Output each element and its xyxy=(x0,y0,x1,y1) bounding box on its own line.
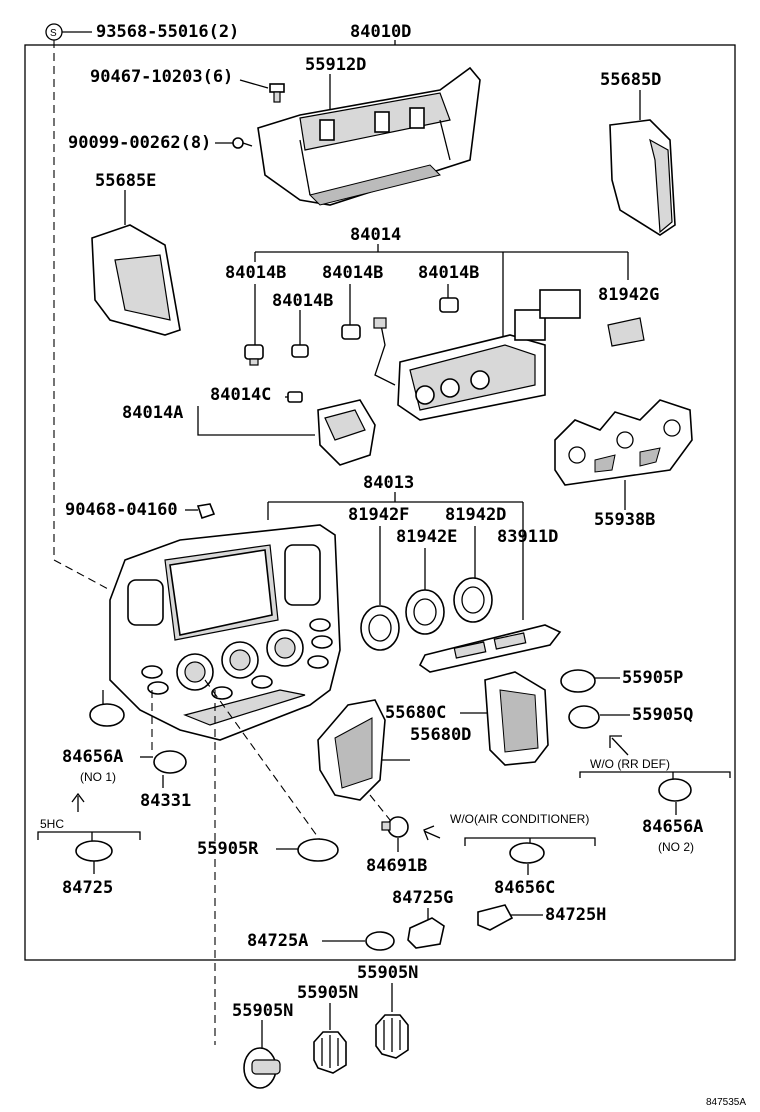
knob-55905P-icon xyxy=(560,669,596,693)
part-label-84691B[interactable]: 84691B xyxy=(366,856,427,876)
part-label-84656A-1[interactable]: 84656A xyxy=(62,747,123,767)
screw-90467-icon xyxy=(269,83,285,103)
part-label-84014C[interactable]: 84014C xyxy=(210,385,271,405)
part-label-81942E[interactable]: 81942E xyxy=(396,527,457,547)
part-label-81942G[interactable]: 81942G xyxy=(598,285,659,305)
part-label-84331[interactable]: 84331 xyxy=(140,791,191,811)
switch-84725G-icon xyxy=(407,917,445,949)
part-label-55685D[interactable]: 55685D xyxy=(600,70,661,90)
part-label-90468[interactable]: 90468-04160 xyxy=(65,500,178,520)
part-label-84014B-2[interactable]: 84014B xyxy=(322,263,383,283)
control-unit-84014 xyxy=(373,289,581,421)
note-5hc: 5HC xyxy=(40,817,64,831)
switch-84656A-right-icon xyxy=(658,778,692,802)
lens-rings xyxy=(360,577,493,651)
drawing-code: 847535A xyxy=(706,1097,746,1108)
part-label-84013[interactable]: 84013 xyxy=(363,473,414,493)
bezel-84013 xyxy=(109,524,341,741)
part-label-81942D[interactable]: 81942D xyxy=(445,505,506,525)
note-wo-ac: W/O(AIR CONDITIONER) xyxy=(450,812,589,826)
part-label-55905R[interactable]: 55905R xyxy=(197,839,259,859)
part-label-55905N-1[interactable]: 55905N xyxy=(232,1001,293,1021)
part-label-84014B-1[interactable]: 84014B xyxy=(225,263,286,283)
part-label-84725A[interactable]: 84725A xyxy=(247,931,308,951)
part-label-90099[interactable]: 90099-00262(8) xyxy=(68,133,211,153)
part-label-84725G[interactable]: 84725G xyxy=(392,888,453,908)
arrow-no1-icon xyxy=(71,792,85,812)
bracket-55912D xyxy=(257,66,481,206)
assembly-frame xyxy=(24,44,736,961)
switch-84014A xyxy=(317,399,376,466)
part-label-84014A[interactable]: 84014A xyxy=(122,403,183,423)
svg-text:S: S xyxy=(50,28,57,39)
note-no2: (NO 2) xyxy=(658,840,694,854)
switch-84725H-icon xyxy=(477,904,514,931)
part-label-83911D[interactable]: 83911D xyxy=(497,527,558,547)
part-label-84014B-4[interactable]: 84014B xyxy=(272,291,333,311)
part-label-84656A-2[interactable]: 84656A xyxy=(642,817,703,837)
part-label-55680C[interactable]: 55680C xyxy=(385,703,446,723)
arrow-rr-def-icon xyxy=(609,735,629,756)
switch-84691B-icon xyxy=(381,816,409,838)
switch-84331-icon xyxy=(153,750,187,774)
part-label-84014B-3[interactable]: 84014B xyxy=(418,263,479,283)
part-label-84656C[interactable]: 84656C xyxy=(494,878,555,898)
knob-55905N-1-icon xyxy=(243,1047,281,1089)
part-label-81942F[interactable]: 81942F xyxy=(348,505,409,525)
bulb-84014B-icon xyxy=(244,297,459,366)
vent-55680C xyxy=(484,671,549,766)
part-label-55938B[interactable]: 55938B xyxy=(594,510,655,530)
switch-84656A-left-icon xyxy=(89,703,125,727)
part-label-55905N-3[interactable]: 55905N xyxy=(357,963,418,983)
assembly-part-number[interactable]: 84010D xyxy=(350,22,411,42)
clip-90468-icon xyxy=(196,503,216,520)
note-no1: (NO 1) xyxy=(80,770,116,784)
knob-55905R-icon xyxy=(297,838,339,862)
part-label-84014[interactable]: 84014 xyxy=(350,225,401,245)
part-label-55905P[interactable]: 55905P xyxy=(622,668,683,688)
knob-55905N-3-icon xyxy=(375,1014,409,1059)
part-label-55685E[interactable]: 55685E xyxy=(95,171,156,191)
part-label-84725[interactable]: 84725 xyxy=(62,878,113,898)
switch-84656C-icon xyxy=(509,842,545,864)
part-label-84725H[interactable]: 84725H xyxy=(545,905,606,925)
bulb-84014C-icon xyxy=(285,391,303,403)
part-label-93568[interactable]: 93568-55016(2) xyxy=(96,22,239,42)
part-label-90467[interactable]: 90467-10203(6) xyxy=(90,67,233,87)
plate-55938B xyxy=(554,399,693,486)
part-label-55680D[interactable]: 55680D xyxy=(410,725,471,745)
part-label-55912D[interactable]: 55912D xyxy=(305,55,366,75)
vent-55680D xyxy=(317,699,386,801)
display-lens-83911D xyxy=(418,624,562,673)
part-label-55905Q[interactable]: 55905Q xyxy=(632,705,693,725)
part-label-55905N-2[interactable]: 55905N xyxy=(297,983,358,1003)
knob-55905N-2-icon xyxy=(313,1031,347,1074)
switch-84725-icon xyxy=(75,840,113,862)
note-wo-rr-def: W/O (RR DEF) xyxy=(590,757,670,771)
bolt-90099-icon xyxy=(232,137,253,149)
arrow-wo-ac-icon xyxy=(423,825,441,841)
lens-81942G xyxy=(607,317,645,347)
switch-84725A-icon xyxy=(365,931,395,951)
knob-55905Q-icon xyxy=(568,705,600,729)
